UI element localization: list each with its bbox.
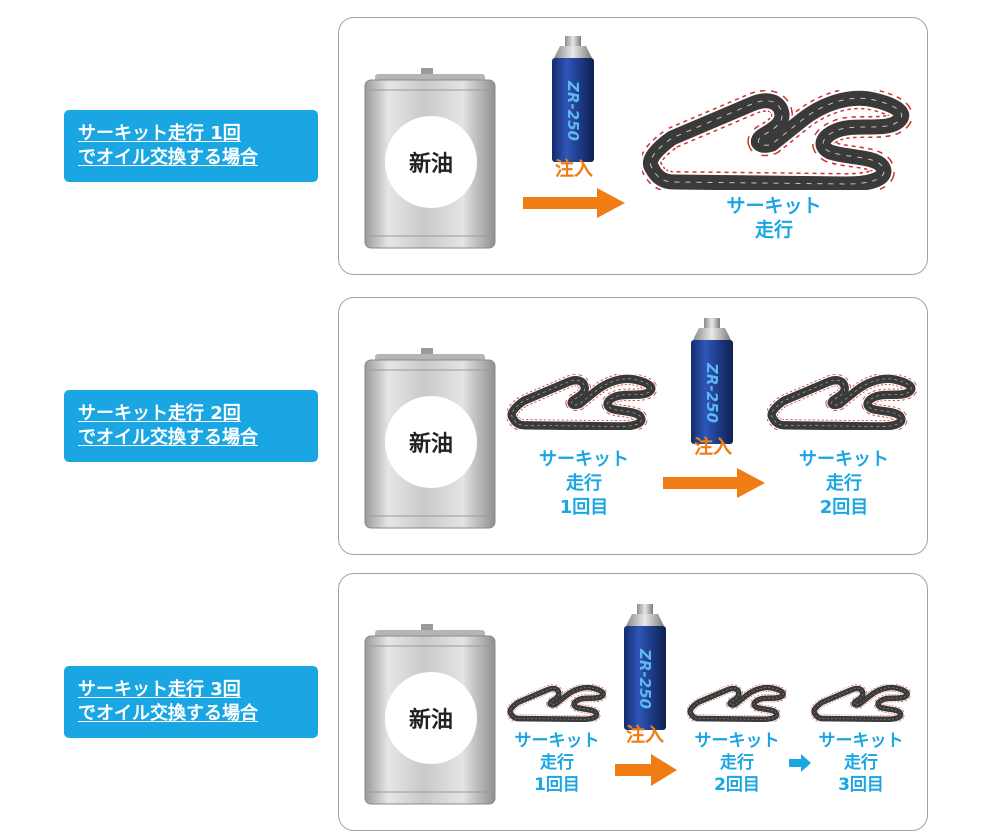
row2-label-line1: サーキット走行 2回 (78, 403, 241, 424)
row3-track2-line1: サーキット (694, 731, 780, 751)
row1-bottle-label-wrap: ZR-250 (552, 66, 594, 156)
row1-panel: 新油 ZR-250 注入 サーキット 走行 (338, 17, 928, 275)
row3-small-arrow-icon (789, 754, 811, 772)
row1-bottle-label: ZR-250 (564, 81, 582, 141)
row1-can-label: 新油 (385, 116, 477, 208)
row3-track2-caption: サーキット 走行 2回目 (682, 730, 792, 796)
row3-panel: 新油 サーキット 走行 1回目 ZR-250 注入 サーキット 走行 2回目 サ… (338, 573, 928, 831)
row2-track1-caption: サーキット 走行 1回目 (519, 448, 649, 520)
row3-track2-icon (687, 684, 787, 722)
row3-inject-label: 注入 (625, 724, 664, 746)
row3-track1-line1: サーキット (514, 731, 600, 751)
row2-track1-line3: 1回目 (559, 497, 609, 518)
row2-track1-line1: サーキット (539, 449, 629, 470)
row2-track1-line2: 走行 (566, 473, 602, 494)
row3-track1-caption: サーキット 走行 1回目 (502, 730, 612, 796)
row2-track1-icon (507, 374, 657, 430)
row1-track-line1: サーキット (726, 195, 822, 217)
row3-label: サーキット走行 3回 でオイル交換する場合 (64, 666, 318, 738)
row2-track2-line3: 2回目 (819, 497, 869, 518)
row3-track2-line2: 走行 (720, 753, 754, 773)
row2-arrow-icon (663, 468, 765, 498)
row3-track3-line3: 3回目 (838, 775, 884, 795)
row2-label: サーキット走行 2回 でオイル交換する場合 (64, 390, 318, 462)
row1-arrow-icon (523, 188, 625, 218)
row3-bottle-icon (624, 604, 666, 730)
row1-label-line2: でオイル交換する場合 (78, 147, 258, 168)
row2-bottle-icon (691, 318, 733, 444)
row3-track2-line3: 2回目 (714, 775, 760, 795)
row2-track2-line2: 走行 (826, 473, 862, 494)
row3-track1-line2: 走行 (540, 753, 574, 773)
row3-label-line2: でオイル交換する場合 (78, 703, 258, 724)
row3-track3-line1: サーキット (818, 731, 904, 751)
row3-track1-icon (507, 684, 607, 722)
row2-track2-icon (767, 374, 917, 430)
row2-track2-caption: サーキット 走行 2回目 (779, 448, 909, 520)
row3-track3-icon (811, 684, 911, 722)
row3-can-label: 新油 (385, 672, 477, 764)
row1-label-line1: サーキット走行 1回 (78, 123, 241, 144)
row3-bottle-label-wrap: ZR-250 (624, 634, 666, 724)
row3-track3-caption: サーキット 走行 3回目 (806, 730, 916, 796)
row2-label-line2: でオイル交換する場合 (78, 427, 258, 448)
row1-track-caption: サーキット 走行 (709, 194, 839, 242)
row3-label-line1: サーキット走行 3回 (78, 679, 241, 700)
row3-track3-line2: 走行 (844, 753, 878, 773)
row1-inject-label: 注入 (554, 158, 593, 180)
row1-track-icon (642, 90, 912, 190)
row2-track2-line1: サーキット (799, 449, 889, 470)
row3-track1-line3: 1回目 (534, 775, 580, 795)
row3-bottle-label: ZR-250 (636, 649, 654, 709)
row2-can-label: 新油 (385, 396, 477, 488)
row2-bottle-label-wrap: ZR-250 (691, 348, 733, 438)
row1-track-line2: 走行 (754, 219, 793, 241)
row1-bottle-icon (552, 36, 594, 162)
row2-inject-label: 注入 (693, 436, 732, 458)
row2-panel: 新油 サーキット 走行 1回目 ZR-250 注入 サーキット 走行 2回目 (338, 297, 928, 555)
row3-arrow-icon (615, 754, 677, 786)
row1-label: サーキット走行 1回 でオイル交換する場合 (64, 110, 318, 182)
row2-bottle-label: ZR-250 (703, 363, 721, 423)
